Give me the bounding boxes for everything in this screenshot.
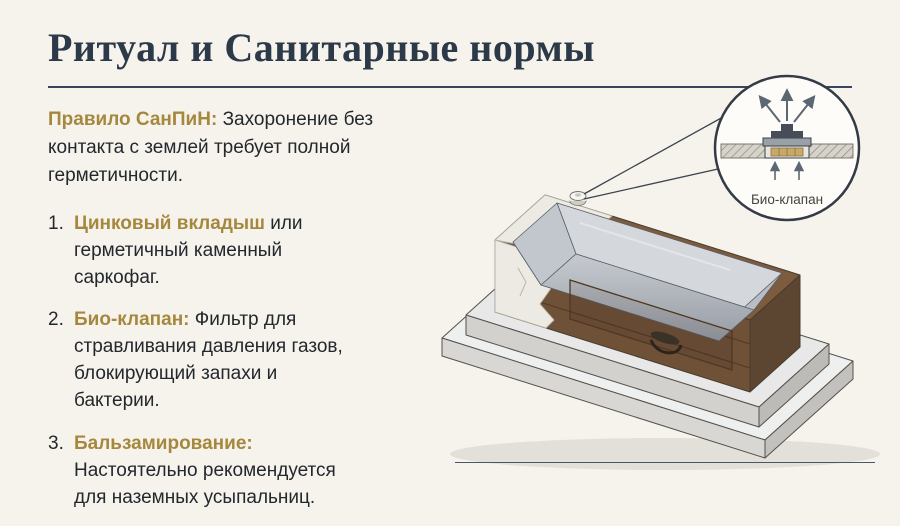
list-item-embalming: 3. Бальзамирование: Настоятельно рекомен… — [48, 430, 378, 511]
list-number: 1. — [48, 213, 64, 234]
list-item-body: Бальзамирование: Настоятельно рекомендуе… — [74, 430, 366, 511]
gas-flow-arrows — [758, 88, 816, 180]
list-number: 2. — [48, 309, 64, 330]
list-item-lead: Бальзамирование: — [74, 433, 253, 454]
intro-text: Захоронение без контакта с землей требуе… — [48, 109, 374, 186]
sarcophagus-illustration: Био-клапан — [441, 74, 880, 470]
infographic-page: Ритуал и Санитарные нормы Правило СанПиН… — [48, 25, 880, 508]
callout-connector-line — [583, 116, 724, 195]
rules-list: 1. Цинковый вкладыш или герметичный каме… — [48, 210, 378, 526]
title-divider — [48, 86, 852, 88]
list-item-body: Цинковый вкладыш или герметичный каменны… — [74, 210, 366, 291]
list-item-lead: Био-клапан: — [74, 309, 190, 330]
coffin-handle — [649, 331, 683, 355]
list-item-text: или герметичный каменный саркофаг. — [74, 213, 303, 288]
footer-divider — [455, 462, 875, 463]
callout-label: Био-клапан — [751, 192, 823, 207]
ground-shadow — [450, 438, 880, 470]
list-item-zinc-liner: 1. Цинковый вкладыш или герметичный каме… — [48, 210, 378, 291]
list-item-text: Фильтр для стравливания давления газов, … — [74, 309, 343, 411]
zinc-liner — [512, 202, 783, 342]
list-number: 3. — [48, 433, 64, 454]
coffin-panel — [569, 279, 733, 371]
intro-paragraph: Правило СанПиН: Захоронение без контакта… — [48, 106, 388, 190]
bio-valve-icon — [569, 191, 587, 206]
valve-cross-section — [720, 124, 854, 159]
list-item-text: Настоятельно рекомендуется для наземных … — [74, 460, 336, 508]
list-item-body: Био-клапан: Фильтр для стравливания давл… — [74, 306, 366, 414]
list-item-lead: Цинковый вкладыш — [74, 213, 265, 234]
callout: Био-клапан — [583, 74, 861, 222]
intro-lead: Правило СанПиН: — [48, 109, 218, 130]
list-item-bio-valve: 2. Био-клапан: Фильтр для стравливания д… — [48, 306, 378, 414]
page-title: Ритуал и Санитарные нормы — [48, 25, 595, 70]
callout-connector-line — [583, 168, 719, 200]
